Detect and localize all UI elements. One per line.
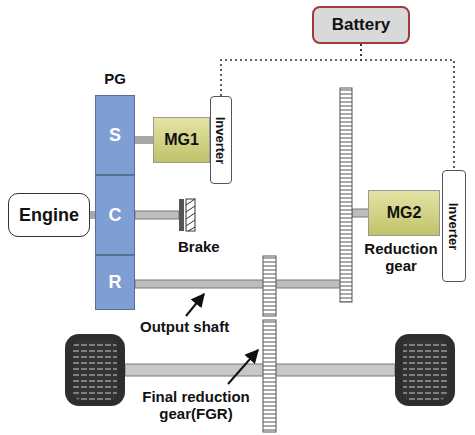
axle <box>125 364 395 376</box>
inverter-box: Inverter <box>442 170 466 282</box>
node-label: S <box>109 125 121 146</box>
sun-gear-box: S <box>95 95 135 175</box>
power-line <box>221 44 361 96</box>
reduction-gear <box>340 88 352 302</box>
shaft <box>135 136 153 144</box>
brake-shaft <box>135 211 179 219</box>
part-label: Reduction gear <box>360 240 442 275</box>
carrier-box: C <box>95 175 135 255</box>
vertical-label: Inverter <box>447 202 462 250</box>
ring-gear-box: R <box>95 255 135 310</box>
engine-box: Engine <box>8 193 90 237</box>
node-label: R <box>109 272 122 293</box>
left-wheel <box>65 334 125 406</box>
node-label: C <box>109 205 122 226</box>
vertical-label: Inverter <box>214 116 229 164</box>
leader-arrow <box>186 294 204 316</box>
inverter-box: Inverter <box>210 96 232 184</box>
motor-box: MG1 <box>153 117 210 163</box>
node-label: Engine <box>19 205 79 226</box>
output-shaft <box>135 280 341 288</box>
node-label: MG2 <box>387 204 422 222</box>
output-shaft-gear <box>263 256 276 316</box>
group-label: PG <box>95 70 135 87</box>
part-label: Final reduction gear(FGR) <box>133 388 259 423</box>
node-label: MG1 <box>164 131 199 149</box>
motor-box: MG2 <box>368 190 440 236</box>
leader-arrow <box>228 350 258 384</box>
final-reduction-gear <box>263 320 276 432</box>
part-label: Brake <box>178 238 238 255</box>
power-line <box>361 44 454 170</box>
part-label: Output shaft <box>140 318 250 335</box>
node-label: Battery <box>332 15 391 35</box>
right-wheel <box>395 334 455 406</box>
brake-symbol <box>179 199 195 231</box>
battery-box: Battery <box>312 6 410 44</box>
